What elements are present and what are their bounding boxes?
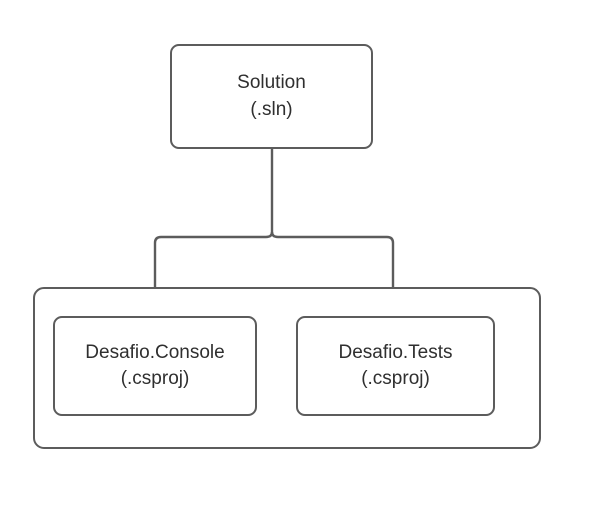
node-solution[interactable]: Solution (.sln) [170, 44, 373, 149]
node-solution-extension: (.sln) [250, 98, 293, 120]
node-desafio-tests[interactable]: Desafio.Tests (.csproj) [296, 316, 495, 416]
node-desafio-tests-name: Desafio.Tests [338, 341, 453, 363]
node-desafio-tests-extension: (.csproj) [361, 368, 430, 389]
node-solution-name: Solution [237, 72, 306, 94]
node-desafio-console-extension: (.csproj) [120, 368, 190, 389]
node-desafio-console[interactable]: Desafio.Console (.csproj) [53, 316, 257, 416]
node-desafio-console-name: Desafio.Console [85, 341, 225, 363]
